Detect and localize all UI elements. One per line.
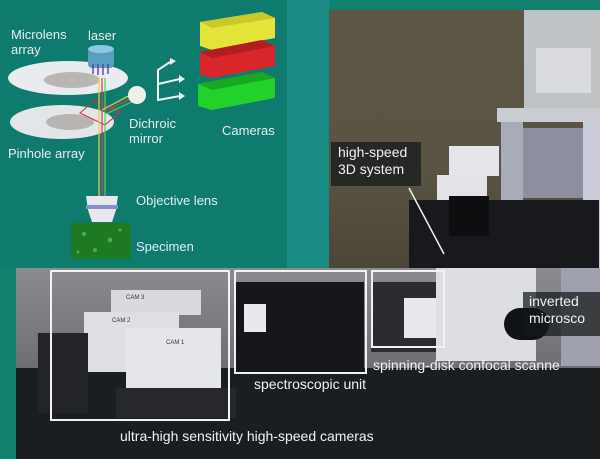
dichroic-mirror-label: Dichroic mirror: [129, 116, 176, 146]
cameras-caption-label: ultra-high sensitivity high-speed camera…: [120, 428, 374, 444]
high-speed-3d-tag-bg: [331, 142, 421, 186]
camera-yellow-icon: [200, 12, 275, 50]
camera-green-icon: [198, 72, 275, 110]
camera-unit-back: [111, 290, 201, 315]
confocal-diagram-panel: Microlens array laser Dichroic mirror Ca…: [0, 0, 287, 268]
system-photo-bottom: CAM 3 CAM 2 CAM 1 inverted microsco spin…: [16, 268, 600, 459]
spectroscopic-unit-label: spectroscopic unit: [254, 376, 367, 392]
microlens-array-label: Microlens array: [11, 27, 67, 57]
cam-label-2: CAM 2: [112, 318, 131, 324]
laser-label: laser: [88, 28, 117, 43]
high-speed-3d-label: high-speed 3D system: [338, 144, 408, 177]
spinning-disk-label: spinning-disk confocal scanne: [373, 357, 560, 373]
pinhole-array-label: Pinhole array: [8, 146, 85, 161]
pointer-line: [408, 187, 445, 255]
pinhole-array-disk: [10, 105, 114, 139]
camera-red-icon: [200, 40, 275, 78]
spectroscopic-highlight-box: [234, 270, 367, 374]
cameras-label: Cameras: [222, 123, 275, 138]
camera-unit-front: [126, 328, 221, 398]
inverted-microscope-label: inverted microsco: [529, 293, 586, 326]
spinning-disk-highlight-box: [371, 270, 445, 348]
specimen-label: Specimen: [136, 239, 194, 254]
specimen-icon: [71, 223, 131, 259]
cam-label-3: CAM 3: [126, 295, 145, 301]
divider-strip: [287, 0, 330, 268]
diagram-graphics: [8, 12, 275, 259]
objective-lens-label: Objective lens: [136, 193, 218, 208]
cam-label-1: CAM 1: [166, 340, 185, 346]
system-photo-top: high-speed 3D system: [329, 10, 600, 269]
cameras-highlight-box: [50, 270, 230, 421]
